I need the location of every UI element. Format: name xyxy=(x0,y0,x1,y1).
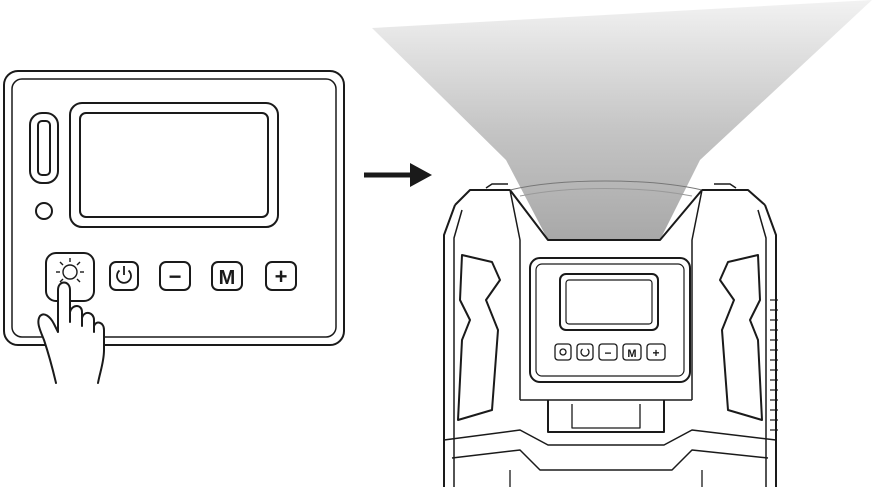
power-button[interactable] xyxy=(109,261,139,291)
panel-button-row: − M + xyxy=(45,252,297,302)
device-button-row: − M + xyxy=(554,343,666,361)
minus-button[interactable]: − xyxy=(159,261,191,291)
device-mode-button[interactable]: M xyxy=(622,343,642,361)
mode-icon: M xyxy=(627,348,636,360)
device-minus-button[interactable]: − xyxy=(598,343,618,361)
panel-inner-frame xyxy=(11,78,337,338)
device-control-panel xyxy=(529,257,691,383)
right-arrow-icon xyxy=(364,163,432,187)
light-beam xyxy=(372,0,872,240)
power-icon xyxy=(580,348,590,357)
plus-button[interactable]: + xyxy=(265,261,297,291)
device-left-side xyxy=(443,204,456,487)
device-light-button[interactable] xyxy=(554,343,572,361)
device-display xyxy=(559,273,659,331)
minus-icon: − xyxy=(169,264,182,289)
device-top-edge xyxy=(454,189,766,241)
device-plus-button[interactable]: + xyxy=(646,343,666,361)
device-base-recess xyxy=(547,400,665,433)
display-outer xyxy=(69,102,279,228)
mode-icon: M xyxy=(219,267,236,289)
minus-icon: − xyxy=(604,346,611,360)
plus-icon: + xyxy=(275,264,288,289)
indicator-led xyxy=(35,202,53,220)
control-panel xyxy=(3,70,345,346)
panel-outer-frame xyxy=(3,70,345,346)
right-handle xyxy=(719,254,763,421)
side-vents xyxy=(770,299,778,431)
device-right-side xyxy=(764,204,777,487)
power-icon xyxy=(116,266,132,284)
mode-button[interactable]: M xyxy=(211,261,243,291)
light-bulb-icon xyxy=(559,348,567,356)
device-power-button[interactable] xyxy=(576,343,594,361)
usb-port-slot xyxy=(37,120,51,176)
device-body: − M + xyxy=(443,180,778,487)
usb-port xyxy=(29,112,59,184)
display-screen xyxy=(79,112,269,218)
light-bulb-icon xyxy=(56,258,84,283)
plus-icon: + xyxy=(652,346,659,360)
left-handle xyxy=(457,254,501,421)
pointing-hand-icon xyxy=(37,281,105,384)
